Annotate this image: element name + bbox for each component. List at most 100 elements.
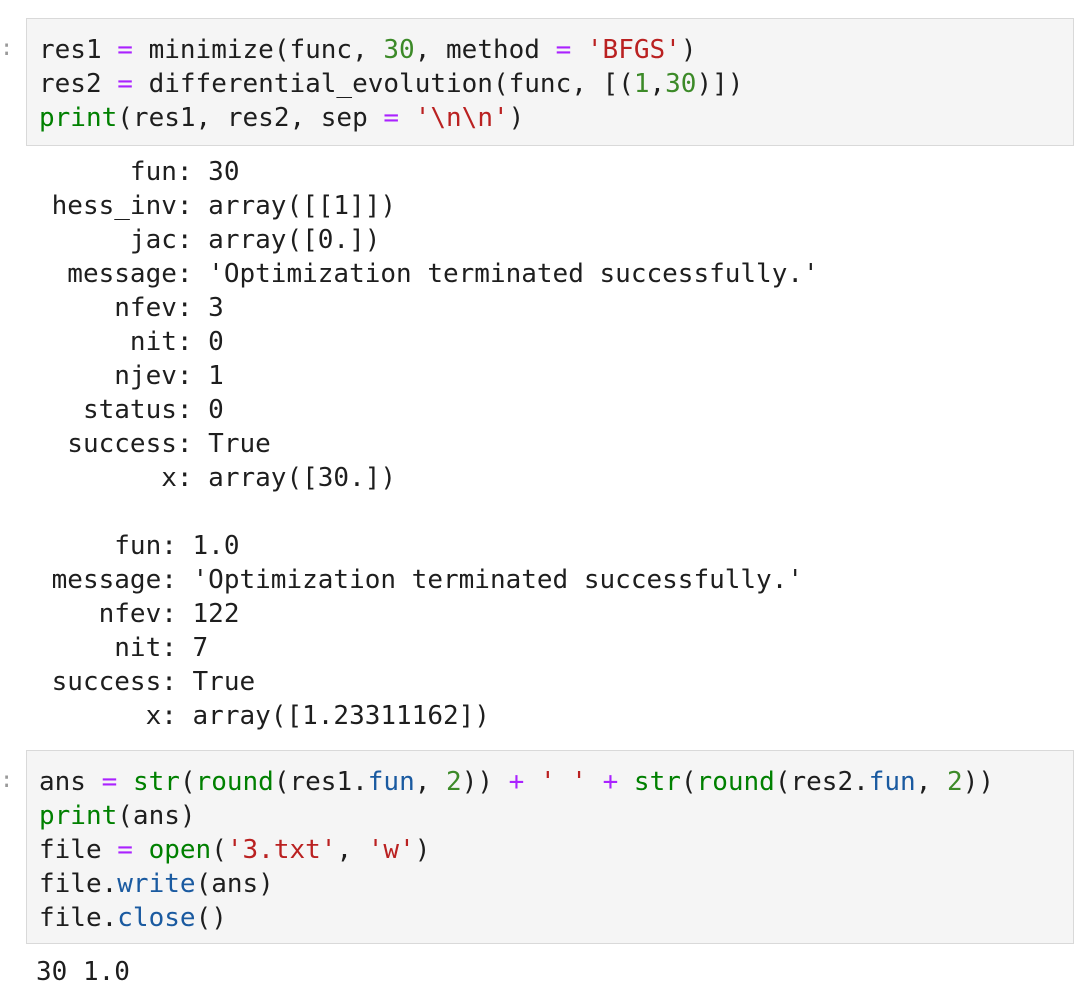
code-token: ) (508, 103, 525, 133)
code-line: print(ans) (39, 799, 1073, 833)
cell-1-prompt: : (0, 36, 14, 61)
code-token: file (39, 835, 118, 865)
output-line: njev: 1 (36, 361, 224, 391)
output-line: x: array([30.]) (36, 463, 397, 493)
code-cell-2-source[interactable]: ans = str(round(res1.fun, 2)) + ' ' + st… (39, 765, 1073, 935)
code-token: fun (868, 767, 916, 797)
code-token: file. (39, 869, 118, 899)
output-line: 30 1.0 (36, 957, 130, 987)
code-token: + (602, 767, 619, 797)
code-token: round (195, 767, 274, 797)
code-token (571, 35, 587, 65)
code-token: minimize(func, (132, 35, 384, 65)
code-token: ' ' (539, 767, 587, 797)
code-token: differential_evolution(func, [( (132, 69, 634, 99)
output-cell-2: 30 1.0 (36, 955, 1066, 989)
code-token: (ans) (117, 801, 196, 831)
code-token: , method (414, 35, 556, 65)
code-token: )) (962, 767, 994, 797)
code-token: res1 (39, 35, 118, 65)
output-line: success: True (36, 429, 271, 459)
code-token: file. (39, 903, 118, 933)
code-token: 'w' (367, 835, 415, 865)
code-token: (ans) (195, 869, 274, 899)
code-token: + (508, 767, 525, 797)
code-token: = (117, 69, 133, 99)
code-token: ) (680, 35, 697, 65)
output-line: success: True (36, 667, 256, 697)
cell-2-prompt: : (0, 768, 14, 793)
output-line: hess_inv: array([[1]]) (36, 191, 397, 221)
code-cell-1-source[interactable]: res1 = minimize(func, 30, method = 'BFGS… (39, 33, 1073, 135)
output-line: jac: array([0.]) (36, 225, 381, 255)
code-token: , (649, 69, 666, 99)
code-token: 'BFGS' (586, 35, 681, 65)
code-token: ( (179, 767, 196, 797)
code-token: 2 (947, 767, 963, 797)
code-token: ) (414, 835, 431, 865)
code-token (524, 767, 540, 797)
code-token: , (915, 767, 948, 797)
code-token: res2 (39, 69, 118, 99)
code-token: (res2. (774, 767, 869, 797)
code-cell-2[interactable]: ans = str(round(res1.fun, 2)) + ' ' + st… (26, 750, 1074, 944)
code-token: open (148, 835, 212, 865)
code-token: ( (680, 767, 697, 797)
code-token: (res1. (273, 767, 368, 797)
code-token: 1 (633, 69, 650, 99)
code-line: file.close() (39, 901, 1073, 935)
code-line: file.write(ans) (39, 867, 1073, 901)
output-line: message: 'Optimization terminated succes… (36, 259, 819, 289)
code-token: ( (211, 835, 227, 865)
code-token: , (336, 835, 368, 865)
code-line: res1 = minimize(func, 30, method = 'BFGS… (39, 33, 1073, 67)
code-line: file = open('3.txt', 'w') (39, 833, 1073, 867)
code-token: '\n\n' (414, 103, 509, 133)
code-token: )]) (696, 69, 744, 99)
output-line: status: 0 (36, 395, 224, 425)
code-token: = (383, 103, 400, 133)
code-token: = (555, 35, 572, 65)
output-line: fun: 1.0 (36, 531, 240, 561)
output-line (36, 495, 1066, 529)
code-token: = (117, 835, 133, 865)
code-token: write (117, 869, 196, 899)
code-token (117, 767, 133, 797)
code-token: print (39, 801, 118, 831)
code-token: str (633, 767, 681, 797)
code-token: str (132, 767, 180, 797)
output-line: x: array([1.23311162]) (36, 701, 490, 731)
output-line: nfev: 3 (36, 293, 224, 323)
code-line: res2 = differential_evolution(func, [(1,… (39, 67, 1073, 101)
code-token: = (117, 35, 133, 65)
code-token: )) (461, 767, 509, 797)
code-token: '3.txt' (226, 835, 337, 865)
code-token (399, 103, 415, 133)
code-token: 30 (665, 69, 697, 99)
code-token (587, 767, 603, 797)
code-token (133, 835, 149, 865)
code-line: ans = str(round(res1.fun, 2)) + ' ' + st… (39, 765, 1073, 799)
output-line: nfev: 122 (36, 599, 240, 629)
code-token: = (101, 767, 118, 797)
code-line: print(res1, res2, sep = '\n\n') (39, 101, 1073, 135)
code-token: ans (39, 767, 102, 797)
code-token: 30 (383, 35, 415, 65)
output-line: nit: 7 (36, 633, 209, 663)
code-token: , (414, 767, 447, 797)
output-cell-1: fun: 30 hess_inv: array([[1]]) jac: arra… (36, 155, 1066, 733)
code-token: round (696, 767, 775, 797)
code-token: print (39, 103, 118, 133)
output-cell-1-text: fun: 30 hess_inv: array([[1]]) jac: arra… (36, 155, 1066, 733)
output-line: message: 'Optimization terminated succes… (36, 565, 804, 595)
code-token: (res1, res2, sep (117, 103, 384, 133)
code-token: () (195, 903, 227, 933)
code-token: fun (367, 767, 415, 797)
code-token: close (117, 903, 196, 933)
output-line: nit: 0 (36, 327, 224, 357)
output-cell-2-text: 30 1.0 (36, 955, 1066, 989)
code-cell-1[interactable]: res1 = minimize(func, 30, method = 'BFGS… (26, 18, 1074, 146)
output-line: fun: 30 (36, 157, 240, 187)
code-token (618, 767, 634, 797)
code-token: 2 (446, 767, 462, 797)
